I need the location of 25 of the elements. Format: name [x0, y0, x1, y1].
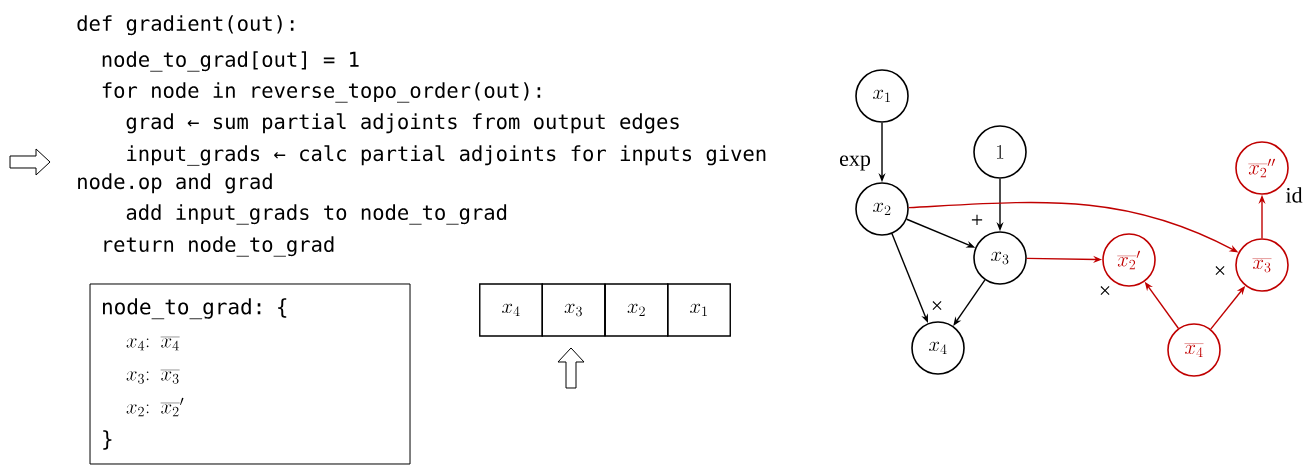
queue-cell: $x_3$ [541, 283, 606, 337]
arrow [953, 279, 986, 326]
operation-label: exp [840, 155, 871, 171]
operation-label: × [932, 301, 942, 311]
graph-node: $\overline{x_3}$ [1235, 238, 1289, 292]
code-line: return node_to_grad [104, 236, 334, 257]
graph-node: $x_4$ [911, 321, 965, 375]
graph-node: $x_2$ [855, 182, 909, 236]
operation-label: × [1100, 286, 1110, 296]
operation-label: + [971, 214, 983, 225]
code-line: add input_grads to node_to_grad [126, 204, 507, 225]
graph-node: $\overline{x_4}$ [1167, 323, 1221, 377]
operation-label: × [1215, 266, 1225, 276]
graph-node: $\overline{x_2}'$ [1102, 233, 1156, 287]
queue-cell: $x_4$ [479, 283, 543, 337]
code-line: node_to_grad[out] = 1 [102, 51, 359, 72]
queue-cell: $x_2$ [604, 283, 669, 337]
graph-node: $x_1$ [855, 69, 909, 123]
code-line: grad ← sum partial adjoints from output edges [126, 113, 679, 134]
dictionary-box: node_to_grad: { $x_4\colon\ \overline{x_4}$ $x_3\colon\ \overline{x_3}$ $x_2\colon\ \overline{x_2}'$ } [89, 283, 411, 465]
code-line: for node in reverse_topo_order(out): [102, 82, 541, 103]
graph-node: $x_3$ [973, 231, 1027, 285]
code-line: def gradient(out): [77, 15, 294, 36]
graph-node: $1$ [973, 125, 1027, 179]
queue-cell: $x_1$ [667, 283, 731, 337]
